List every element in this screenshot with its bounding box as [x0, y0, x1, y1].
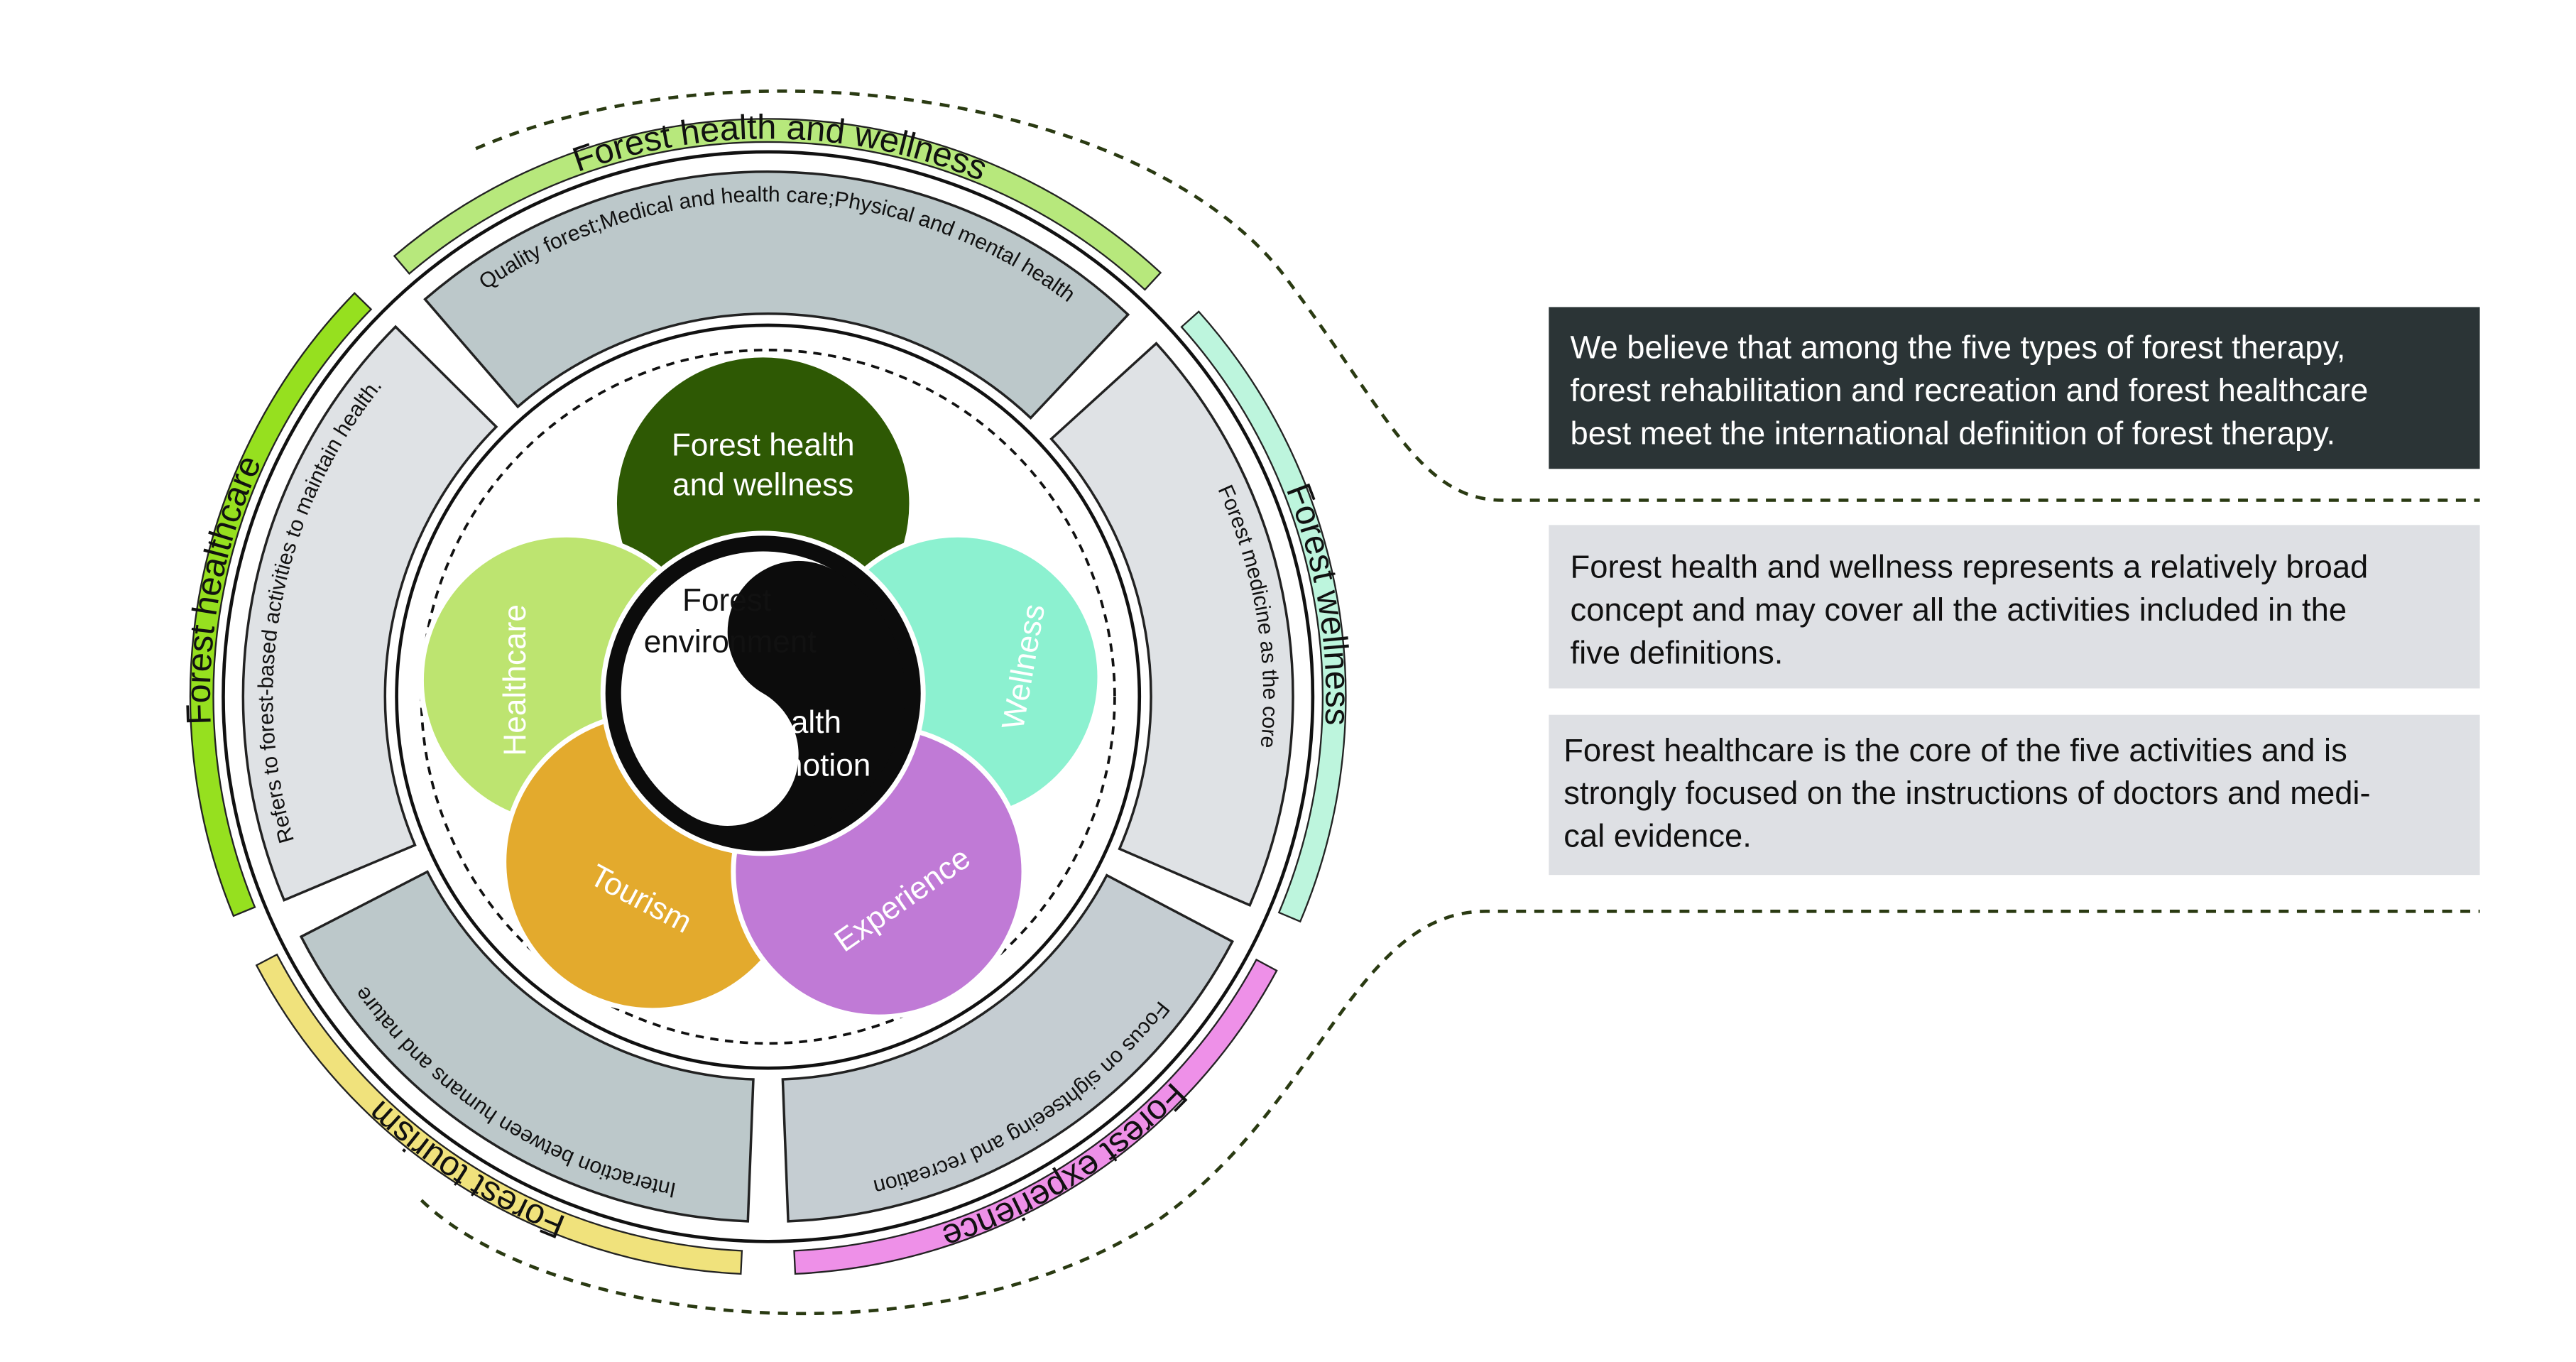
category-segment: [423, 170, 1130, 420]
outer-ring-segment: [255, 953, 743, 1275]
center-label-environment: environment: [644, 624, 817, 659]
center-label-promotion: promotion: [731, 748, 871, 783]
note-box-1: We believe that among the five types of …: [1549, 307, 2480, 469]
yin-yang-center: [600, 530, 926, 856]
category-segment: [781, 873, 1235, 1223]
outer-ring-segment: [793, 958, 1278, 1275]
center-label-health: Health: [751, 705, 841, 740]
outer-ring-segment: [189, 292, 373, 917]
note-box-3: Forest healthcare is the core of the fiv…: [1549, 714, 2480, 876]
category-segment: [241, 325, 498, 902]
note-1-line-2: forest rehabilitation and recreation and…: [1571, 372, 2369, 408]
connector-line-top: [475, 89, 2480, 502]
note-3-line-3: cal evidence.: [1563, 818, 1752, 854]
petal-label-healthcare: Healthcare: [498, 604, 533, 756]
petal-label-health-wellness-2: and wellness: [672, 467, 853, 502]
note-3-line-2: strongly focused on the instructions of …: [1563, 775, 2370, 811]
note-1-line-3: best meet the international definition o…: [1571, 415, 2336, 451]
category-segment: [1049, 342, 1294, 907]
note-box-2: Forest health and wellness represents a …: [1549, 525, 2480, 689]
note-2-line-2: concept and may cover all the activities…: [1571, 592, 2347, 628]
category-segment: [299, 870, 755, 1223]
note-3-line-1: Forest healthcare is the core of the fiv…: [1563, 732, 2347, 768]
center-label-forest: Forest: [682, 583, 771, 618]
outer-ring-segment: [393, 118, 1162, 291]
petal-label-health-wellness-1: Forest health: [672, 428, 855, 463]
note-2-line-1: Forest health and wellness represents a …: [1571, 549, 2369, 585]
note-2-line-3: five definitions.: [1571, 635, 1784, 671]
outer-ring-segment: [1180, 310, 1347, 923]
connector-line-bottom: [420, 909, 2480, 1316]
note-1-line-1: We believe that among the five types of …: [1571, 329, 2346, 365]
